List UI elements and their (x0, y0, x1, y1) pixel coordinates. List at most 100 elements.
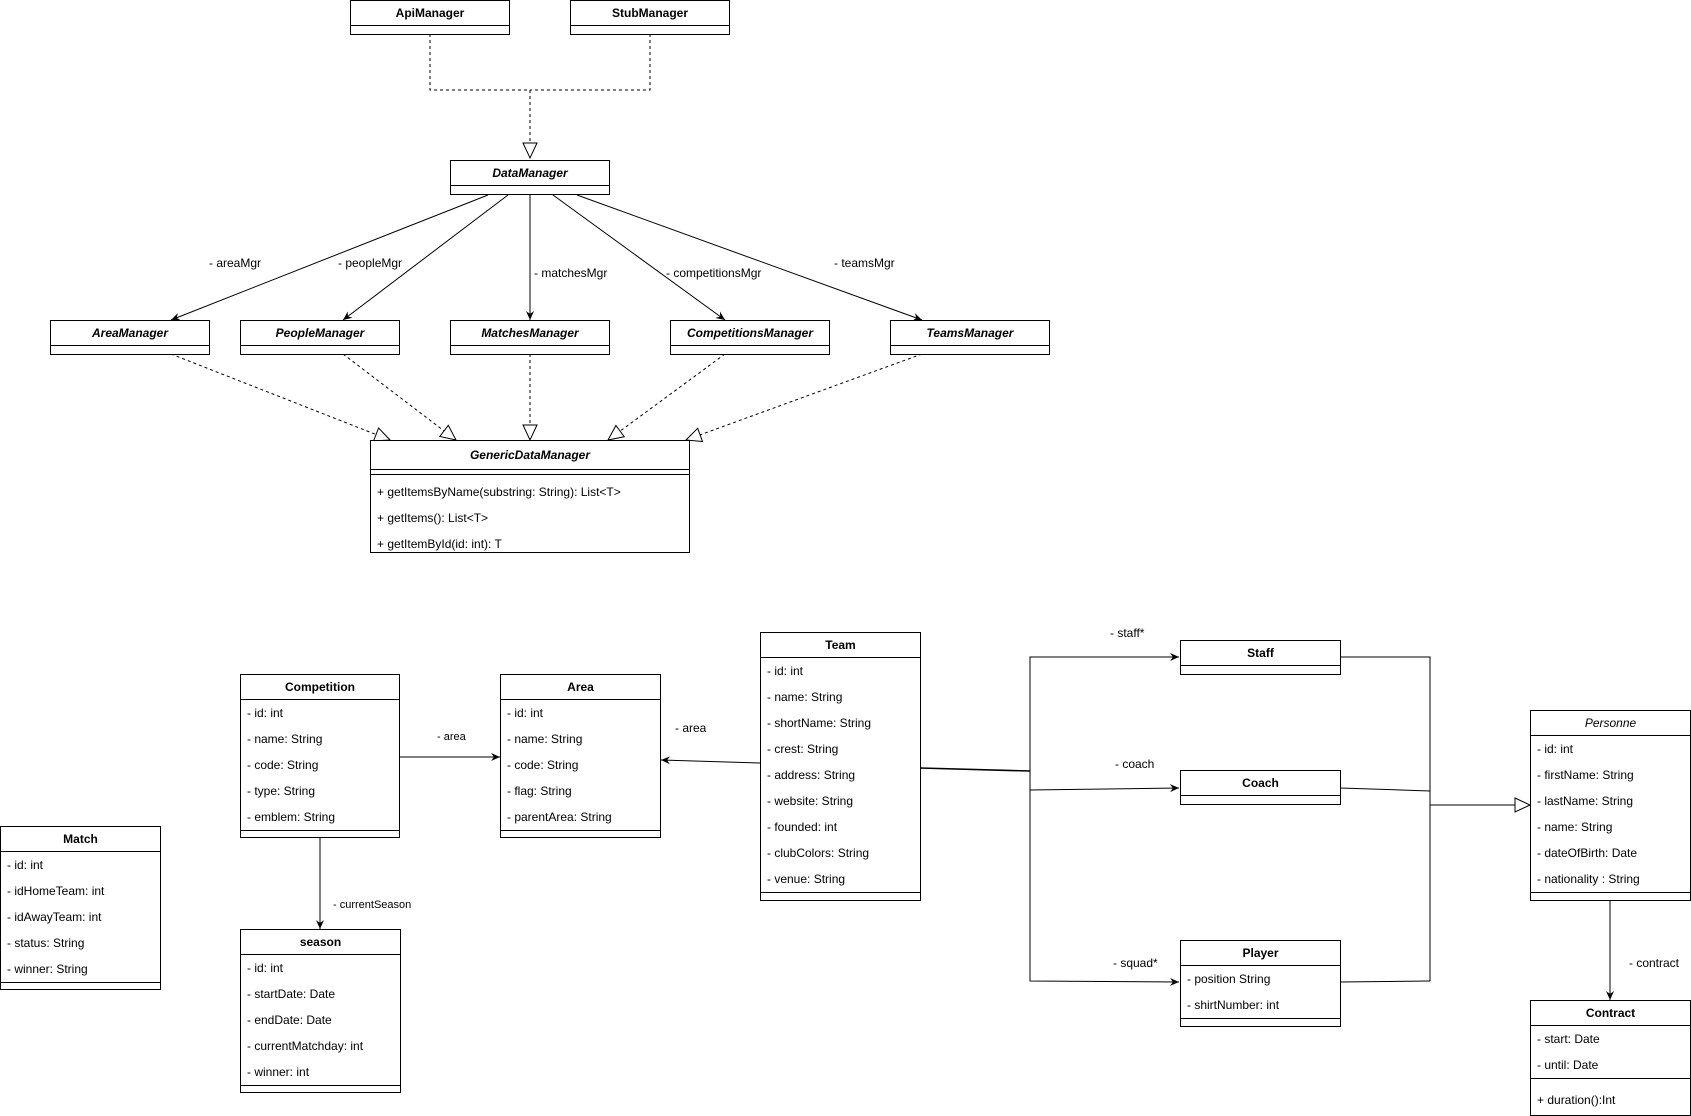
class-name: AreaManager (51, 321, 209, 346)
attribute: - currentMatchday: int (247, 1039, 364, 1053)
data-to-competitions-mgr-link (552, 194, 726, 321)
attribute: - id: int (1537, 742, 1574, 756)
teams-mgr-to-generic-link (684, 353, 923, 443)
attribute: - crest: String (767, 742, 839, 756)
attribute: - idAwayTeam: int (7, 910, 102, 924)
attribute: - shortName: String (767, 716, 872, 730)
class-name: season (241, 930, 400, 955)
attribute: - type: String (247, 784, 316, 798)
attributes-compartment: - id: int - name: String - code: String … (241, 700, 399, 831)
class-matches-manager[interactable]: MatchesManager (450, 320, 610, 355)
team-to-coach-link (1029, 771, 1180, 793)
attribute: - name: String (507, 732, 583, 746)
attribute: - idHomeTeam: int (7, 884, 105, 898)
attribute: - nationality : String (1537, 872, 1640, 886)
class-personne[interactable]: Personne - id: int - firstName: String -… (1530, 710, 1691, 901)
class-name: Staff (1181, 641, 1340, 666)
class-competition[interactable]: Competition - id: int - name: String - c… (240, 674, 400, 838)
attribute: - startDate: Date (247, 987, 336, 1001)
data-to-people-mgr-link (342, 194, 509, 321)
attribute: - id: int (767, 664, 804, 678)
label-teams-mgr: - teamsMgr (834, 256, 895, 270)
attribute: - name: String (767, 690, 843, 704)
attribute: - id: int (247, 961, 284, 975)
attribute: - status: String (7, 936, 85, 950)
attribute: - venue: String (767, 872, 846, 886)
class-name: ApiManager (351, 1, 509, 26)
label-staff: - staff* (1110, 626, 1145, 640)
team-to-player-link (1029, 790, 1180, 986)
attribute: - clubColors: String (767, 846, 870, 860)
class-contract[interactable]: Contract - start: Date - until: Date + d… (1530, 1000, 1691, 1116)
method: + getItems(): List<T> (377, 511, 489, 525)
data-to-area-mgr-link (170, 194, 489, 321)
class-name: TeamsManager (891, 321, 1049, 346)
attribute: - winner: String (7, 962, 88, 976)
class-name: PeopleManager (241, 321, 399, 346)
attribute: - code: String (247, 758, 319, 772)
player-to-personne-link (1339, 980, 1431, 983)
method: + duration():Int (1537, 1093, 1616, 1107)
attribute: - position String (1187, 972, 1271, 986)
attribute: - until: Date (1537, 1058, 1599, 1072)
class-stub-manager[interactable]: StubManager (570, 0, 730, 35)
attribute: - lastName: String (1537, 794, 1634, 808)
data-to-teams-mgr-link (576, 194, 923, 321)
api-to-data-link (429, 34, 538, 160)
label-coach: - coach (1115, 757, 1155, 771)
attribute: - parentArea: String (507, 810, 612, 824)
class-season[interactable]: season - id: int - startDate: Date - end… (240, 929, 401, 1093)
attribute: - emblem: String (247, 810, 336, 824)
class-name: Team (761, 633, 920, 658)
attribute: - flag: String (507, 784, 572, 798)
class-teams-manager[interactable]: TeamsManager (890, 320, 1050, 355)
attribute: - firstName: String (1537, 768, 1634, 782)
attribute: - dateOfBirth: Date (1537, 846, 1638, 860)
label-competitions-mgr: - competitionsMgr (666, 266, 762, 280)
class-staff[interactable]: Staff (1180, 640, 1341, 675)
class-api-manager[interactable]: ApiManager (350, 0, 510, 35)
class-name: StubManager (571, 1, 729, 26)
method: + getItemsByName(substring: String): Lis… (377, 485, 621, 499)
class-people-manager[interactable]: PeopleManager (240, 320, 400, 355)
class-area[interactable]: Area - id: int - name: String - code: St… (500, 674, 661, 838)
attribute: - code: String (507, 758, 579, 772)
class-name: DataManager (451, 161, 609, 186)
team-to-bus-link (919, 767, 1031, 772)
attribute: - endDate: Date (247, 1013, 332, 1027)
attributes-compartment (371, 470, 689, 475)
class-name: GenericDataManager (371, 441, 689, 470)
class-coach[interactable]: Coach (1180, 770, 1341, 805)
stub-to-data-link (530, 34, 651, 91)
attributes-compartment: - id: int - name: String - shortName: St… (761, 658, 920, 893)
class-competitions-manager[interactable]: CompetitionsManager (670, 320, 830, 355)
label-team-area: - area (675, 721, 707, 735)
method: + getItemById(id: int): T (377, 537, 502, 551)
label-area-mgr: - areaMgr (209, 256, 262, 270)
coach-to-personne-link (1339, 787, 1431, 792)
class-area-manager[interactable]: AreaManager (50, 320, 210, 355)
attributes-compartment: - position String - shirtNumber: int (1181, 966, 1340, 1019)
attribute: - start: Date (1537, 1032, 1600, 1046)
class-match[interactable]: Match - id: int - idHomeTeam: int - idAw… (0, 826, 161, 990)
class-name: Match (1, 827, 160, 852)
label-competition-area: - area (437, 731, 466, 743)
class-generic-data-manager[interactable]: GenericDataManager + getItemsByName(subs… (370, 440, 690, 553)
attributes-compartment: - id: int - startDate: Date - endDate: D… (241, 955, 400, 1086)
attribute: - website: String (767, 794, 854, 808)
class-player[interactable]: Player - position String - shirtNumber: … (1180, 940, 1341, 1027)
attribute: - address: String (767, 768, 856, 782)
attribute: - id: int (507, 706, 544, 720)
people-mgr-to-generic-link (342, 353, 457, 441)
class-name: Coach (1181, 771, 1340, 796)
class-team[interactable]: Team - id: int - name: String - shortNam… (760, 632, 921, 901)
class-data-manager[interactable]: DataManager (450, 160, 610, 195)
attribute: - name: String (247, 732, 323, 746)
attributes-compartment: - id: int - idHomeTeam: int - idAwayTeam… (1, 852, 160, 983)
label-current-season: - currentSeason (333, 899, 412, 911)
team-to-staff-link (1029, 653, 1179, 771)
attribute: - shirtNumber: int (1187, 998, 1280, 1012)
class-name: Personne (1531, 711, 1690, 736)
attribute: - founded: int (767, 820, 838, 834)
